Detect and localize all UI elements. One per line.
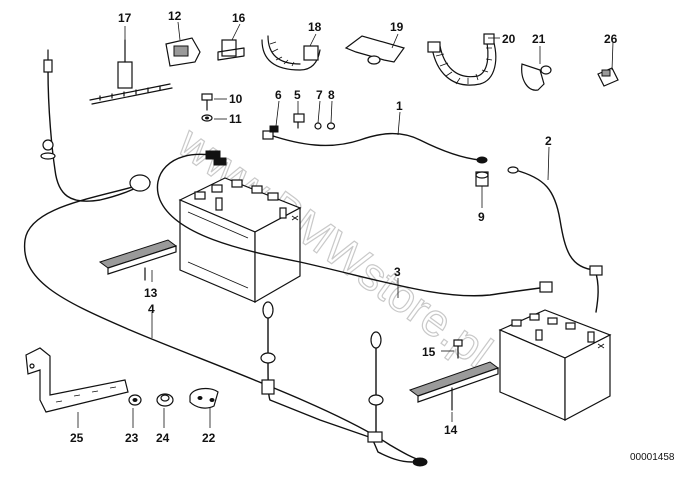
battery-holder-14 [408,361,500,411]
part-12-shape [165,37,201,67]
parts-5-8-small [269,113,336,133]
part-label-26[interactable]: 26 [604,32,618,46]
part-label-2[interactable]: 2 [545,134,552,148]
part-11-washer [201,114,213,122]
part-labels: 17 12 16 18 19 20 21 26 10 11 6 5 7 8 1 … [70,9,618,445]
part-label-15[interactable]: 15 [422,345,436,359]
part-15-screw [453,339,463,359]
part-label-8[interactable]: 8 [328,88,335,102]
part-16-shape [217,39,245,61]
battery-small [498,309,612,421]
battery-holder-13 [98,239,178,281]
part-25-bracket [25,347,129,413]
part-21-shape [521,63,552,91]
part-label-12[interactable]: 12 [168,9,182,23]
part-label-11[interactable]: 11 [229,112,242,126]
part-label-18[interactable]: 18 [308,20,322,34]
part-9-nut [475,171,489,187]
cable-2 [514,169,599,313]
part-17-shape [89,39,173,105]
battery-large [178,177,302,304]
cable-3 [156,153,541,297]
part-label-5[interactable]: 5 [294,88,301,102]
part-label-14[interactable]: 14 [444,423,458,437]
part-label-21[interactable]: 21 [532,32,546,46]
cable-1 [269,132,481,161]
part-19-shape [344,35,405,65]
part-label-1[interactable]: 1 [396,99,403,113]
cable-4 [23,69,426,463]
part-label-20[interactable]: 20 [502,32,516,46]
part-label-3[interactable]: 3 [394,265,401,279]
leader-lines [77,21,614,428]
part-label-4[interactable]: 4 [148,302,155,316]
part-label-23[interactable]: 23 [125,431,139,445]
part-label-16[interactable]: 16 [232,11,246,25]
part-22-clip [189,387,219,409]
part-label-10[interactable]: 10 [229,92,243,106]
part-label-24[interactable]: 24 [156,431,170,445]
part-label-22[interactable]: 22 [202,431,216,445]
part-20-shape [427,33,497,86]
part-label-6[interactable]: 6 [275,88,282,102]
part-24-grommet [156,393,174,407]
cable-ground-mid [267,309,413,463]
part-18-shape [261,35,321,71]
part-label-7[interactable]: 7 [316,88,323,102]
part-10-screw [201,93,213,111]
drawing-id: 00001458 [630,452,675,463]
terminals [40,49,603,467]
part-23-grommet [128,394,142,406]
part-label-19[interactable]: 19 [390,20,404,34]
part-label-9[interactable]: 9 [478,210,485,224]
part-26-shape [597,67,619,87]
part-label-17[interactable]: 17 [118,11,132,25]
part-label-25[interactable]: 25 [70,431,84,445]
part-label-13[interactable]: 13 [144,286,158,300]
